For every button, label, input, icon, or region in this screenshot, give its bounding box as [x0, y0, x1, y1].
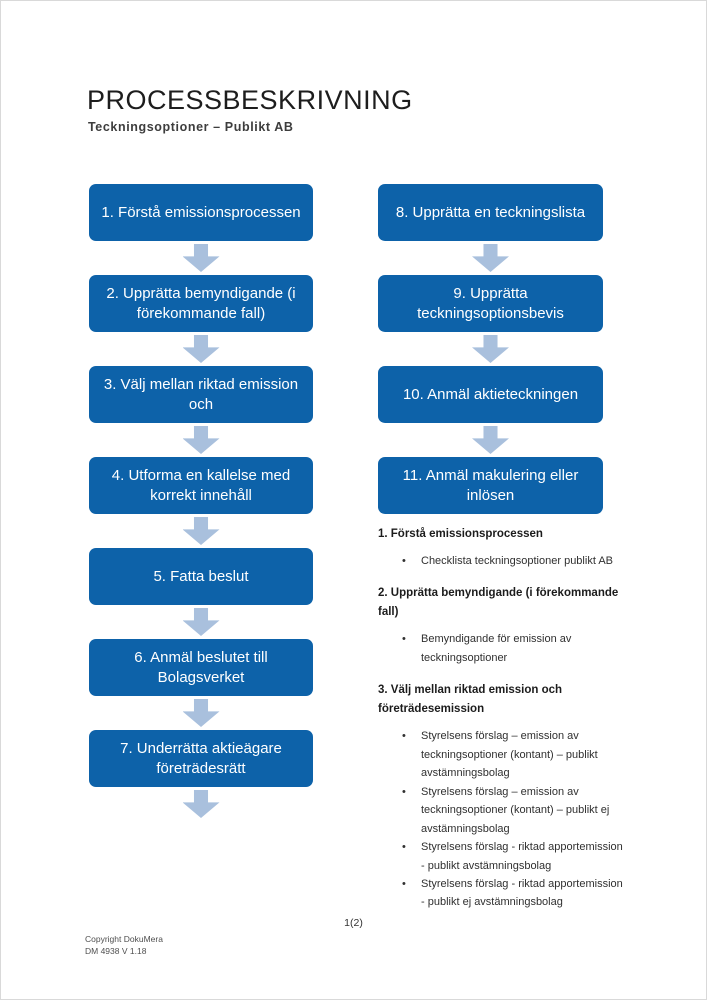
process-detail-sections: 1. Förstå emissionsprocessenChecklista t…: [378, 525, 624, 926]
copyright-line: Copyright DokuMera: [85, 934, 163, 944]
down-arrow-icon: [182, 608, 220, 636]
process-step-box: 1. Förstå emissionsprocessen: [89, 184, 313, 241]
process-step-box: 8. Upprätta en teckningslista: [378, 184, 603, 241]
page-subtitle: Teckningsoptioner – Publikt AB: [88, 120, 294, 134]
page-number: 1(2): [344, 917, 363, 929]
bullet-item: Checklista teckningsoptioner publikt AB: [378, 552, 624, 571]
section-bullet-list: Bemyndigande för emission av teckningsop…: [378, 630, 624, 667]
process-step-box: 10. Anmäl aktieteckningen: [378, 366, 603, 423]
section-heading: 3. Välj mellan riktad emission och föret…: [378, 684, 563, 716]
down-arrow-icon: [182, 699, 220, 727]
process-step-box: 6. Anmäl beslutet till Bolagsverket: [89, 639, 313, 696]
process-step-box: 3. Välj mellan riktad emission och: [89, 366, 313, 423]
bullet-item: Styrelsens förslag - riktad apportemissi…: [378, 875, 624, 912]
process-step-box: 11. Anmäl makulering eller inlösen: [378, 457, 603, 514]
process-step-box: 5. Fatta beslut: [89, 548, 313, 605]
bullet-item: Styrelsens förslag – emission av tecknin…: [378, 727, 624, 782]
down-arrow-icon: [182, 517, 220, 545]
bullet-item: Styrelsens förslag – emission av tecknin…: [378, 783, 624, 838]
down-arrow-icon: [472, 244, 509, 272]
footer-copyright: Copyright DokuMera DM 4938 V 1.18: [85, 933, 163, 958]
section-bullet-list: Styrelsens förslag – emission av tecknin…: [378, 727, 624, 912]
section-bullet-list: Checklista teckningsoptioner publikt AB: [378, 552, 624, 571]
down-arrow-icon: [182, 244, 220, 272]
page-title: PROCESSBESKRIVNING: [87, 85, 413, 115]
down-arrow-icon: [182, 790, 220, 818]
process-step-box: 9. Upprätta teckningsoptionsbevis: [378, 275, 603, 332]
process-step-box: 4. Utforma en kallelse med korrekt inneh…: [89, 457, 313, 514]
section-heading: 1. Förstå emissionsprocessen: [378, 528, 543, 540]
section-heading: 2. Upprätta bemyndigande (i förekommande…: [378, 587, 619, 619]
bullet-item: Bemyndigande för emission av teckningsop…: [378, 630, 624, 667]
process-step-box: 7. Underrätta aktieägare företrädesrätt: [89, 730, 313, 787]
down-arrow-icon: [472, 335, 509, 363]
down-arrow-icon: [472, 426, 509, 454]
down-arrow-icon: [182, 335, 220, 363]
down-arrow-icon: [182, 426, 220, 454]
version-line: DM 4938 V 1.18: [85, 946, 147, 957]
process-step-box: 2. Upprätta bemyndigande (i förekommande…: [89, 275, 313, 332]
process-column-right: 8. Upprätta en teckningslista 9. Upprätta…: [378, 184, 603, 514]
bullet-item: Styrelsens förslag - riktad apportemissi…: [378, 838, 624, 875]
process-column-left: 1. Förstå emissionsprocessen 2. Upprätta …: [89, 184, 313, 818]
